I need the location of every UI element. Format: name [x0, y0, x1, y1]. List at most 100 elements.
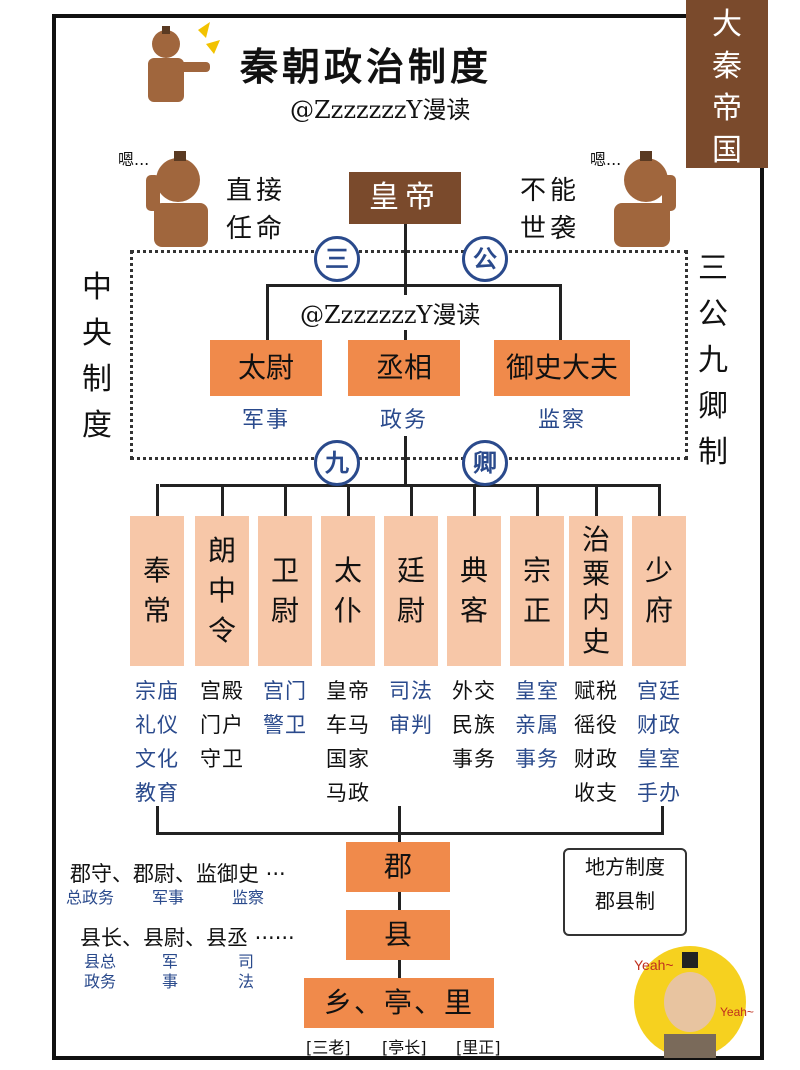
jiuqing-function: 赋税徭役财政收支 — [561, 674, 631, 810]
xian-func-2: 军事 — [162, 952, 178, 992]
jiuqing-function: 宫门警卫 — [250, 674, 320, 742]
connector-line — [398, 960, 401, 978]
lizheng-label: [里正] — [456, 1038, 501, 1057]
direct-appoint-note: 直接 任命 — [226, 172, 286, 248]
jiuqing-function-line: 民族 — [452, 713, 496, 737]
func-line: 司 — [238, 952, 255, 971]
xian-func-1: 县总政务 — [84, 952, 116, 992]
jiuqing-name-char: 太 — [333, 554, 362, 587]
connector-line — [661, 806, 664, 834]
terracotta-warrior-left-icon — [146, 151, 208, 247]
jiuqing-box: 少府 — [632, 516, 686, 666]
connector-line — [398, 806, 401, 844]
jiuqing-function-line: 事务 — [515, 747, 559, 771]
connector-line — [221, 484, 224, 516]
brand-label: 大 秦 帝 国 — [686, 0, 768, 168]
connector-line — [156, 832, 664, 835]
brand-char: 帝 — [712, 91, 742, 126]
jiuqing-function: 皇帝车马国家马政 — [313, 674, 383, 810]
jiuqing-function-line: 审判 — [389, 713, 433, 737]
tingzhang-label: [亭长] — [382, 1038, 427, 1057]
chengxiang-box: 丞相 — [348, 340, 460, 396]
taiwei-function: 军事 — [241, 408, 290, 433]
jiuqing-box: 宗正 — [510, 516, 564, 666]
jiuqing-function-line: 国家 — [326, 747, 370, 771]
terracotta-warrior-right-icon — [614, 151, 676, 247]
jiuqing-function-line: 皇室 — [515, 679, 559, 703]
jun-officials: 郡守、郡尉、监御史 ··· — [70, 862, 286, 886]
yushidafu-box: 御史大夫 — [494, 340, 630, 396]
connector-line — [156, 484, 159, 516]
jiuqing-name-char: 府 — [644, 594, 673, 627]
jiuqing-name-char: 廷 — [396, 554, 425, 587]
jiuqing-name-char: 史 — [581, 625, 610, 658]
jiuqing-name-char: 宗 — [522, 554, 551, 587]
jiuqing-function-line: 徭役 — [574, 713, 618, 737]
connector-line — [658, 484, 661, 516]
gong-circle: 公 — [462, 236, 508, 282]
jiuqing-function-line: 财政 — [574, 747, 618, 771]
xiang-ting-li-box: 乡、亭、里 — [304, 978, 494, 1028]
connector-line — [473, 484, 476, 516]
connector-line — [595, 484, 598, 516]
connector-line — [410, 484, 413, 516]
jiuqing-function-line: 宫门 — [263, 679, 307, 703]
jun-func-1: 总政务 — [66, 888, 115, 907]
jiuqing-function-line: 门户 — [200, 713, 244, 737]
jiuqing-function-line: 教育 — [135, 781, 179, 805]
jiuqing-function: 司法审判 — [376, 674, 446, 742]
note-line: 不能 — [520, 176, 581, 206]
bubble-line: 郡县制 — [595, 889, 655, 913]
not-hereditary-note: 不能 世袭 — [520, 172, 580, 248]
jiuqing-name-char: 卫 — [270, 554, 299, 587]
func-line: 法 — [238, 972, 255, 991]
jun-func-3: 监察 — [232, 888, 265, 907]
jun-box: 郡 — [346, 842, 450, 892]
jiuqing-function-line: 宫廷 — [637, 679, 681, 703]
central-system-box — [130, 250, 688, 460]
credit-watermark: @ZzzzzzzY漫读 — [290, 96, 471, 124]
jiuqing-name-char: 客 — [459, 594, 488, 627]
jiuqing-function-line: 马政 — [326, 781, 370, 805]
jiu-circle: 九 — [314, 440, 360, 486]
func-line: 政务 — [84, 972, 117, 991]
connector-line — [404, 224, 407, 290]
jiuqing-box: 太仆 — [321, 516, 375, 666]
taiwei-box: 太尉 — [210, 340, 322, 396]
connector-line — [347, 484, 350, 516]
jiuqing-name-char: 朗 — [207, 534, 236, 567]
jiuqing-function-line: 收支 — [574, 781, 618, 805]
jiuqing-function-line: 赋税 — [574, 679, 618, 703]
connector-line — [156, 806, 159, 834]
func-line: 军 — [162, 952, 179, 971]
xian-func-3: 司法 — [238, 952, 254, 992]
vertical-char: 中 — [82, 270, 112, 305]
jiuqing-name-char: 内 — [581, 591, 610, 624]
jiuqing-function-line: 车马 — [326, 713, 370, 737]
jiuqing-function-line: 礼仪 — [135, 713, 179, 737]
bubble-line: 地方制度 — [585, 855, 665, 879]
jiuqing-name-char: 少 — [644, 554, 673, 587]
chengxiang-function: 政务 — [379, 408, 428, 433]
local-system-bubble: 地方制度 郡县制 — [563, 848, 687, 936]
central-system-label: 中 央 制 度 — [80, 265, 114, 449]
vertical-char: 度 — [82, 408, 112, 443]
jiuqing-function-line: 外交 — [452, 679, 496, 703]
jiuqing-function-line: 文化 — [135, 747, 179, 771]
note-line: 世袭 — [520, 214, 581, 244]
page-title: 秦朝政治制度 — [240, 45, 493, 89]
brand-char: 国 — [712, 133, 742, 168]
jiuqing-name-char: 典 — [459, 554, 488, 587]
jiuqing-box: 朗中令 — [195, 516, 249, 666]
jiuqing-function-line: 警卫 — [263, 713, 307, 737]
jun-func-2: 军事 — [152, 888, 185, 907]
jiuqing-function-line: 守卫 — [200, 747, 244, 771]
connector-line — [536, 484, 539, 516]
xian-officials: 县长、县尉、县丞 ······ — [80, 926, 295, 950]
terracotta-warrior-icon — [148, 22, 220, 102]
vertical-char: 制 — [82, 362, 112, 397]
vertical-char: 九 — [698, 343, 728, 378]
qing-circle: 卿 — [462, 440, 508, 486]
brand-char: 秦 — [712, 49, 742, 84]
jiuqing-function-line: 宫殿 — [200, 679, 244, 703]
